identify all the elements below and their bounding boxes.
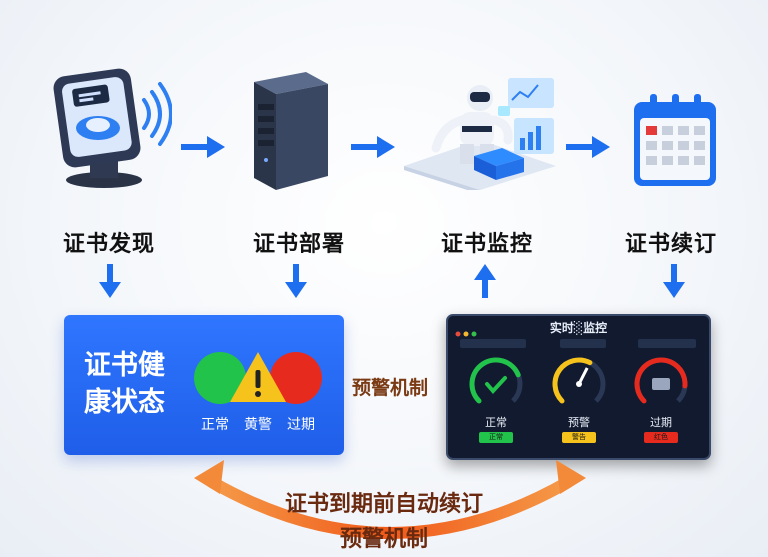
legend-label-normal: 正常 bbox=[201, 417, 229, 433]
gauge-badge-expired: 红色 bbox=[644, 432, 678, 443]
realtime-monitor-panel: 实时░监控 正常 预警 过期 正常 警告 红色 bbox=[446, 314, 711, 460]
calendar-icon bbox=[632, 92, 718, 188]
gauge-fill bbox=[552, 357, 593, 404]
step-label-renewal: 证书续订 bbox=[625, 232, 718, 257]
legend-label-warning: 黄警 bbox=[244, 417, 272, 433]
gauge-label-expired: 过期 bbox=[650, 416, 672, 429]
arrow-right-icon bbox=[566, 136, 610, 158]
robot-monitoring-icon bbox=[400, 70, 560, 194]
step-label-monitoring: 证书监控 bbox=[441, 232, 534, 257]
gauge-label-warning: 预警 bbox=[568, 416, 590, 429]
check-icon bbox=[485, 376, 507, 395]
gauge-badge-warning: 警告 bbox=[562, 432, 596, 443]
server-icon bbox=[248, 68, 334, 192]
gauge-label-normal: 正常 bbox=[485, 416, 507, 429]
renewal-cycle-arrow-icon bbox=[194, 460, 586, 539]
gauge-needle bbox=[577, 367, 589, 385]
warning-mechanism-label: 预警机制 bbox=[352, 377, 429, 399]
window-dots bbox=[455, 322, 479, 341]
legend-label-expired: 过期 bbox=[287, 417, 315, 433]
certificate-health-panel: 证书健康状态 正常 黄警 过期 bbox=[64, 315, 344, 455]
gauge-fill bbox=[634, 357, 688, 404]
arrow-right-icon bbox=[181, 136, 225, 158]
gauge-hub bbox=[576, 381, 582, 387]
arrow-down-icon bbox=[285, 264, 307, 298]
gauges bbox=[469, 357, 688, 404]
auto-renew-label: 证书到期前自动续订 bbox=[284, 492, 483, 517]
monitor-stat-bar bbox=[460, 339, 526, 348]
step-label-deployment: 证书部署 bbox=[253, 232, 346, 257]
arrow-right-icon bbox=[351, 136, 395, 158]
arrow-up-icon bbox=[474, 264, 496, 298]
bottom-warning-label: 预警机制 bbox=[339, 527, 428, 552]
health-panel-title: 证书健康状态 bbox=[84, 350, 165, 418]
gauge-fill bbox=[469, 357, 521, 404]
arrow-down-icon bbox=[663, 264, 685, 298]
expired-icon bbox=[652, 378, 670, 390]
monitor-stat-bar bbox=[638, 339, 696, 348]
arrow-down-icon bbox=[99, 264, 121, 298]
health-status-circles-icon bbox=[194, 352, 322, 404]
monitor-stat-bar bbox=[560, 339, 606, 348]
certificate-scanner-icon bbox=[52, 62, 173, 192]
monitor-title: 实时░监控 bbox=[549, 321, 608, 335]
step-label-discovery: 证书发现 bbox=[63, 232, 156, 257]
gauge-badge-normal: 正常 bbox=[479, 432, 513, 443]
